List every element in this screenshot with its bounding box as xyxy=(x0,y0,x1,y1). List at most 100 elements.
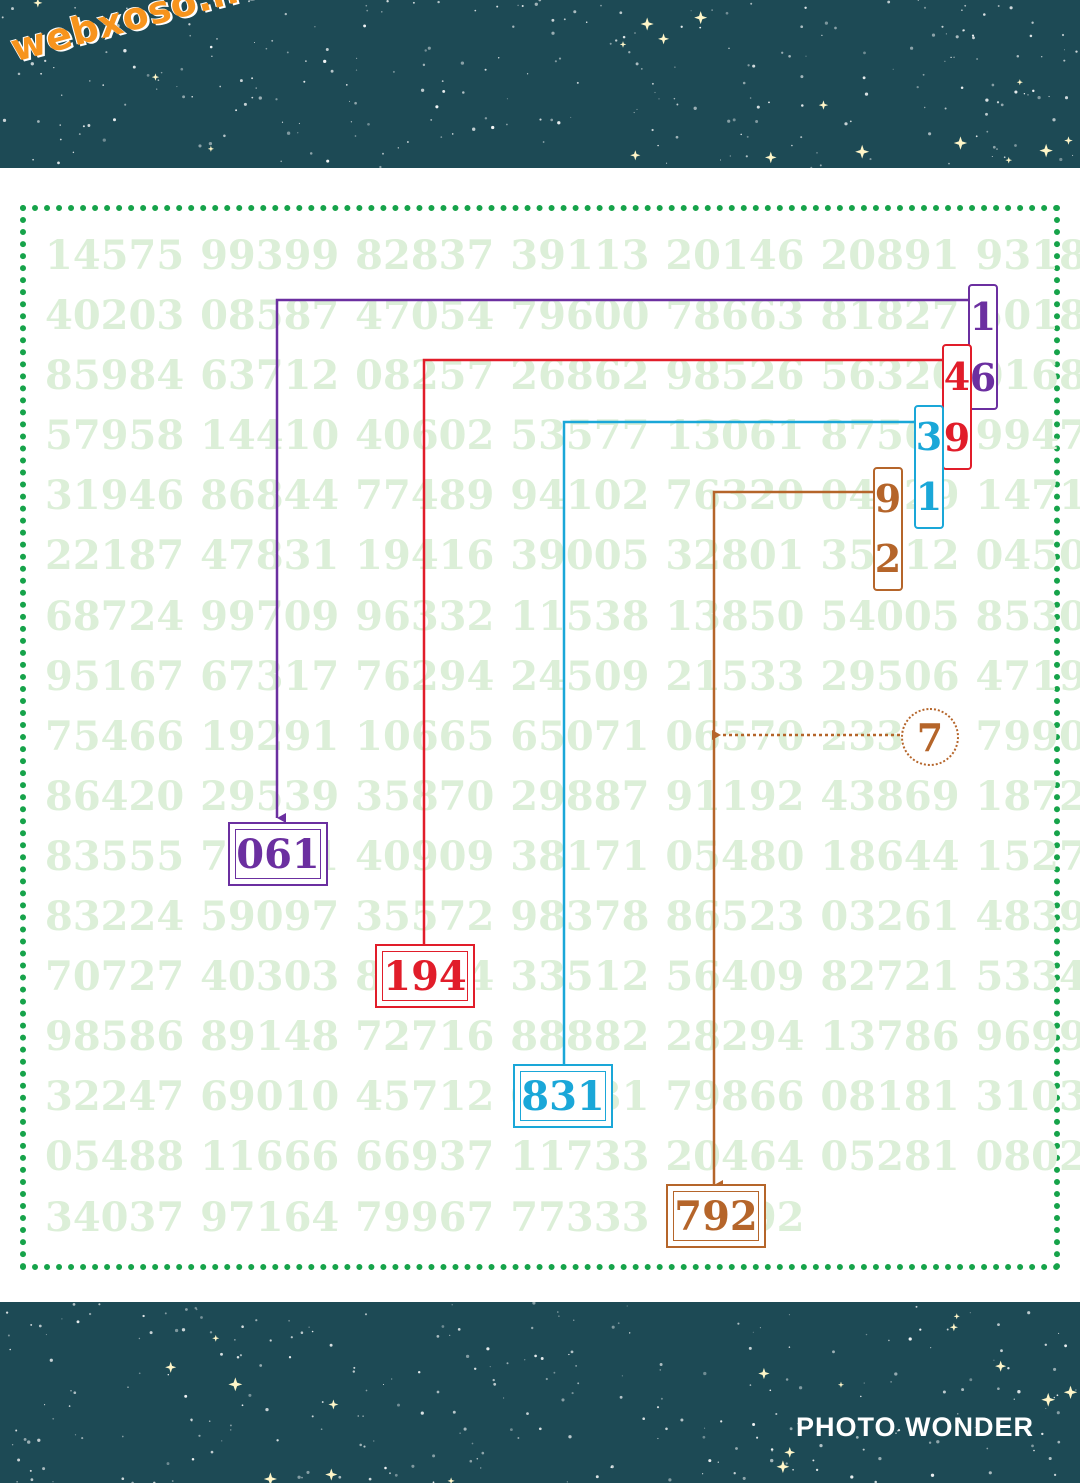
star-field xyxy=(5,1302,1078,1483)
star-dot xyxy=(996,148,998,151)
star-dot xyxy=(991,83,995,87)
star-dot xyxy=(910,46,914,50)
star-dot xyxy=(281,121,284,123)
star-dot xyxy=(953,56,955,59)
star-dot xyxy=(720,1420,723,1423)
star-dot xyxy=(797,1422,799,1425)
star-dot xyxy=(82,125,85,128)
star-dot xyxy=(363,24,367,28)
star-dot xyxy=(57,161,60,165)
star-dot xyxy=(864,92,869,96)
star-dot xyxy=(768,101,770,104)
star-dot xyxy=(657,1437,659,1440)
star-dot xyxy=(855,1436,859,1439)
grid-row: 57958 14410 40602 53577 13061 87565 9947… xyxy=(45,412,1080,460)
star-dot xyxy=(1048,1456,1052,1461)
star-dot xyxy=(756,105,760,109)
star-dot xyxy=(124,103,127,106)
blue-connector xyxy=(562,420,914,1075)
star-dot xyxy=(1041,1432,1044,1436)
star-dot xyxy=(241,1325,244,1328)
star-dot xyxy=(717,1461,719,1463)
star-dot xyxy=(785,1378,789,1381)
star-dot xyxy=(804,6,807,9)
star-dot xyxy=(1032,89,1035,93)
star-dot xyxy=(406,141,409,143)
star-dot xyxy=(996,101,1000,104)
star-dot xyxy=(216,38,218,40)
star-dot xyxy=(992,145,996,149)
star-dot xyxy=(440,136,443,138)
star-dot xyxy=(391,1378,393,1380)
star-dot xyxy=(112,118,117,122)
star-dot xyxy=(521,4,524,8)
star-dot xyxy=(1053,1396,1056,1399)
star-dot xyxy=(251,77,254,80)
star-dot xyxy=(517,1437,520,1439)
star-dot xyxy=(476,1457,479,1460)
star-dot xyxy=(16,1481,18,1483)
star-dot xyxy=(5,1311,9,1314)
star-dot xyxy=(863,51,866,55)
grid-row: 68724 99709 96332 11538 13850 54005 8530… xyxy=(45,592,1080,640)
star-dot xyxy=(208,141,213,146)
star-dot xyxy=(930,1347,932,1349)
star-dot xyxy=(308,1326,310,1328)
star-dot xyxy=(962,29,965,32)
star-dot xyxy=(957,1413,959,1415)
star-dot xyxy=(460,61,465,65)
star-dot xyxy=(680,25,683,28)
star-dot xyxy=(1048,95,1050,98)
star-dot xyxy=(479,1467,482,1469)
star-dot xyxy=(38,1324,42,1328)
star-dot xyxy=(76,1320,80,1324)
star-dot xyxy=(348,100,351,102)
star-dot xyxy=(610,1466,612,1468)
star-dot xyxy=(435,105,439,109)
star-dot xyxy=(832,1350,835,1354)
star-dot xyxy=(674,66,676,68)
star-dot xyxy=(98,1303,101,1306)
star-dot xyxy=(491,125,495,130)
star-dot xyxy=(132,65,136,69)
star-dot xyxy=(850,1475,854,1479)
star-dot xyxy=(352,1370,355,1373)
star-dot xyxy=(167,1373,170,1376)
star-dot xyxy=(45,1334,47,1336)
star-dot xyxy=(126,7,128,10)
star-dot xyxy=(915,1305,918,1308)
sparkle-star xyxy=(619,41,627,48)
star-dot xyxy=(103,22,106,26)
sparkle-star xyxy=(228,1377,243,1392)
star-dot xyxy=(651,128,654,132)
star-dot xyxy=(1014,144,1017,147)
star-dot xyxy=(800,136,803,139)
star-dot xyxy=(770,1448,774,1451)
star-dot xyxy=(481,1451,485,1455)
star-dot xyxy=(972,36,975,40)
star-dot xyxy=(948,162,950,165)
star-dot xyxy=(417,1370,421,1374)
grid-row: 14575 99399 82837 39113 20146 20891 9318… xyxy=(45,232,1080,279)
star-dot xyxy=(219,85,222,88)
star-dot xyxy=(532,1302,536,1305)
star-dot xyxy=(1056,1394,1059,1397)
star-dot xyxy=(311,1415,314,1418)
star-dot xyxy=(931,33,936,37)
star-dot xyxy=(123,49,127,53)
star-dot xyxy=(276,1439,279,1442)
star-dot xyxy=(355,69,358,71)
star-dot xyxy=(271,39,274,42)
star-dot xyxy=(191,1457,195,1461)
star-dot xyxy=(576,81,579,84)
star-dot xyxy=(311,1330,314,1333)
star-dot xyxy=(551,18,555,22)
star-dot xyxy=(59,124,61,126)
star-dot xyxy=(463,1427,467,1431)
star-dot xyxy=(269,1339,272,1342)
star-dot xyxy=(30,1478,34,1482)
star-dot xyxy=(420,88,425,92)
stack-digit: 1 xyxy=(969,293,997,339)
star-dot xyxy=(70,1390,72,1392)
star-dot xyxy=(164,1312,167,1315)
